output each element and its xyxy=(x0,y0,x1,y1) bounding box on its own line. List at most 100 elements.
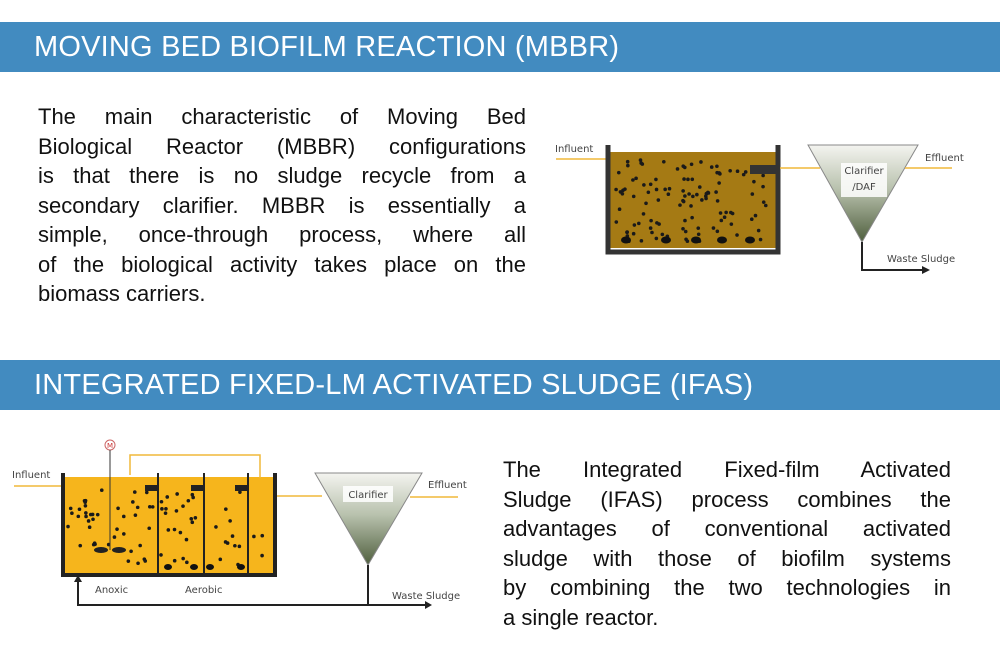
carrier-dot xyxy=(133,513,138,517)
carrier-dot xyxy=(142,557,147,561)
carrier-dot xyxy=(753,213,758,218)
carrier-dot xyxy=(638,158,643,162)
carrier-dot xyxy=(135,505,140,510)
carrier-dot xyxy=(185,560,189,565)
carrier-dot xyxy=(729,210,733,215)
carrier-dot xyxy=(70,511,74,516)
outlet-weir xyxy=(750,165,776,174)
carrier-dot xyxy=(131,500,135,504)
carrier-dot xyxy=(675,167,680,171)
carrier-dot xyxy=(87,525,92,530)
carrier-dot xyxy=(741,172,746,177)
anoxic-label: Anoxic xyxy=(95,585,128,596)
carrier-dot xyxy=(631,178,635,182)
carrier-dot xyxy=(132,490,137,494)
carrier-dot xyxy=(654,187,659,192)
carrier-dot xyxy=(122,532,126,536)
carrier-dot xyxy=(174,509,179,513)
text-line: The Integrated Fixed-film Activated xyxy=(503,457,951,482)
carrier-dot xyxy=(631,231,636,236)
carrier-dot xyxy=(616,170,621,175)
carrier-dot xyxy=(223,540,228,544)
recycle-line xyxy=(129,454,261,478)
carrier-dot xyxy=(743,170,748,174)
carrier-dot xyxy=(193,515,198,520)
carrier-dot xyxy=(138,543,142,548)
carrier-dot xyxy=(683,229,688,234)
carrier-dot xyxy=(683,194,687,198)
carrier-dot xyxy=(214,525,218,529)
carrier-dot xyxy=(164,506,168,511)
carrier-dot xyxy=(237,544,242,549)
carrier-dot xyxy=(181,504,185,508)
waste-sludge-label: Waste Sludge xyxy=(887,254,955,265)
biomass-carriers xyxy=(66,488,265,570)
effluent-label: Effluent xyxy=(428,480,467,491)
carrier-dot xyxy=(706,190,710,195)
carrier-dot xyxy=(715,229,720,234)
carrier-dot xyxy=(646,190,651,195)
carrier-dot xyxy=(637,221,641,226)
aerator-icon xyxy=(621,236,631,244)
carrier-dot xyxy=(617,207,622,212)
carrier-dot xyxy=(756,228,761,233)
carrier-dot xyxy=(228,519,232,523)
carrier-dot xyxy=(642,183,646,187)
clarifier xyxy=(314,472,423,566)
aerator-icon xyxy=(190,564,198,570)
carrier-dot xyxy=(115,527,119,531)
carrier-dot xyxy=(634,176,638,181)
carrier-dot xyxy=(689,162,694,167)
carrier-dot xyxy=(84,514,88,519)
carrier-dot xyxy=(683,218,687,223)
carrier-dot xyxy=(667,186,672,191)
carrier-dot xyxy=(648,226,653,230)
carrier-dot xyxy=(614,187,618,192)
mixer-impeller-icon xyxy=(94,547,108,553)
carrier-dot xyxy=(165,495,170,499)
carrier-dot xyxy=(238,490,242,494)
carrier-dot xyxy=(641,212,646,216)
carrier-dot xyxy=(84,511,88,515)
carrier-dot xyxy=(681,226,685,231)
carrier-dot xyxy=(66,524,70,529)
carrier-dot xyxy=(159,499,164,504)
carrier-dot xyxy=(260,553,264,558)
carrier-dot xyxy=(626,163,630,168)
text-line: is that there is no sludge recycle from … xyxy=(38,163,526,188)
carrier-dot xyxy=(761,184,765,189)
clarifier-label: Clarifier xyxy=(844,166,884,177)
carrier-dot xyxy=(159,553,163,557)
mbbr-description: The main characteristic of Moving Bed Bi… xyxy=(38,102,526,309)
carrier-dot xyxy=(116,506,120,511)
carrier-dot xyxy=(181,556,185,561)
aerator-icon xyxy=(745,236,755,244)
carrier-dot xyxy=(711,226,716,230)
section-header-mbbr: MOVING BED BIOFILM REACTION (MBBR) xyxy=(0,22,1000,72)
carrier-dot xyxy=(639,161,643,165)
daf-label: /DAF xyxy=(852,182,876,193)
carrier-dot xyxy=(166,528,171,532)
carrier-dot xyxy=(218,557,223,562)
carrier-dot xyxy=(709,165,714,169)
carrier-dot xyxy=(724,210,728,215)
carrier-dot xyxy=(178,530,183,535)
tank-wall xyxy=(61,473,277,577)
carrier-dot xyxy=(150,505,155,509)
aerator-icon xyxy=(661,236,671,244)
carrier-dot xyxy=(690,177,695,182)
carrier-dot xyxy=(191,495,195,500)
carrier-dot xyxy=(260,533,265,538)
carrier-dot xyxy=(639,239,644,243)
carrier-dot xyxy=(666,192,671,197)
carrier-dot xyxy=(682,177,686,181)
carrier-dot xyxy=(172,527,177,532)
carrier-dot xyxy=(685,239,690,244)
aerobic-label: Aerobic xyxy=(185,585,222,596)
carrier-dot xyxy=(649,218,653,223)
carrier-dot xyxy=(715,199,720,203)
carrier-dot xyxy=(752,179,756,184)
carrier-dot xyxy=(714,190,718,194)
carrier-dot xyxy=(648,182,653,187)
text-line: simple, once-through process, where all xyxy=(38,222,526,247)
